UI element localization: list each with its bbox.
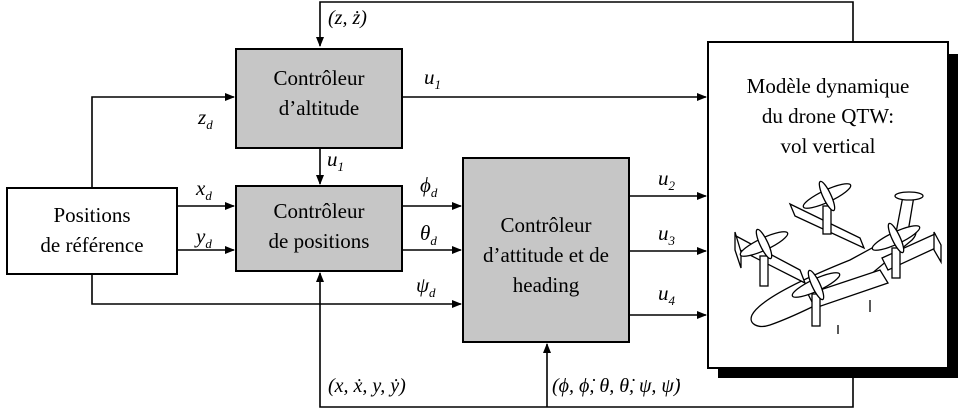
reference-positions-label-1: Positions: [53, 203, 130, 227]
theta-d-label: θd: [420, 221, 437, 248]
u1-mid-label: u1: [327, 147, 344, 174]
altitude-controller-label-2: d’altitude: [279, 96, 359, 120]
model-label-2: du drone QTW:: [762, 104, 894, 128]
attitude-controller-label-3: heading: [513, 273, 580, 297]
reference-positions-block: Positions de référence: [6, 187, 178, 275]
attitude-controller-block: Contrôleur d’attitude et de heading: [462, 157, 630, 343]
y-d-label: yd: [194, 224, 212, 251]
u3-label: u3: [658, 221, 676, 248]
positions-controller-label-1: Contrôleur: [274, 199, 365, 223]
qtw-drone-illustration: [734, 180, 942, 334]
attitude-controller-label-1: Contrôleur: [501, 213, 592, 237]
xy-feedback-label: (x, ẋ, y, ẏ): [328, 375, 406, 397]
attitude-feedback-label: (ϕ, ϕ̇, θ, θ̇, ψ, ψ̇): [552, 375, 681, 397]
positions-controller-label-2: de positions: [269, 229, 370, 253]
altitude-controller-label-1: Contrôleur: [274, 66, 365, 90]
reference-positions-label-2: de référence: [40, 233, 143, 257]
x-d-label: xd: [195, 176, 212, 203]
altitude-controller-block: Contrôleur d’altitude: [235, 48, 403, 149]
z-d-label: zd: [197, 105, 213, 132]
z-feedback-label: (z, ż): [328, 7, 367, 29]
phi-d-label: ϕd: [420, 173, 438, 200]
attitude-controller-label-2: d’attitude et de: [483, 243, 609, 267]
signal-wires: [91, 1, 854, 408]
dynamic-model-block: Modèle dynamique du drone QTW: vol verti…: [707, 41, 958, 378]
u1-top-label: u1: [424, 65, 441, 92]
psi-d-label: ψd: [416, 273, 436, 300]
u2-label: u2: [658, 166, 676, 193]
positions-controller-block: Contrôleur de positions: [235, 185, 403, 272]
model-label-1: Modèle dynamique: [747, 74, 910, 98]
u4-label: u4: [658, 281, 676, 308]
model-label-3: vol vertical: [780, 134, 875, 158]
